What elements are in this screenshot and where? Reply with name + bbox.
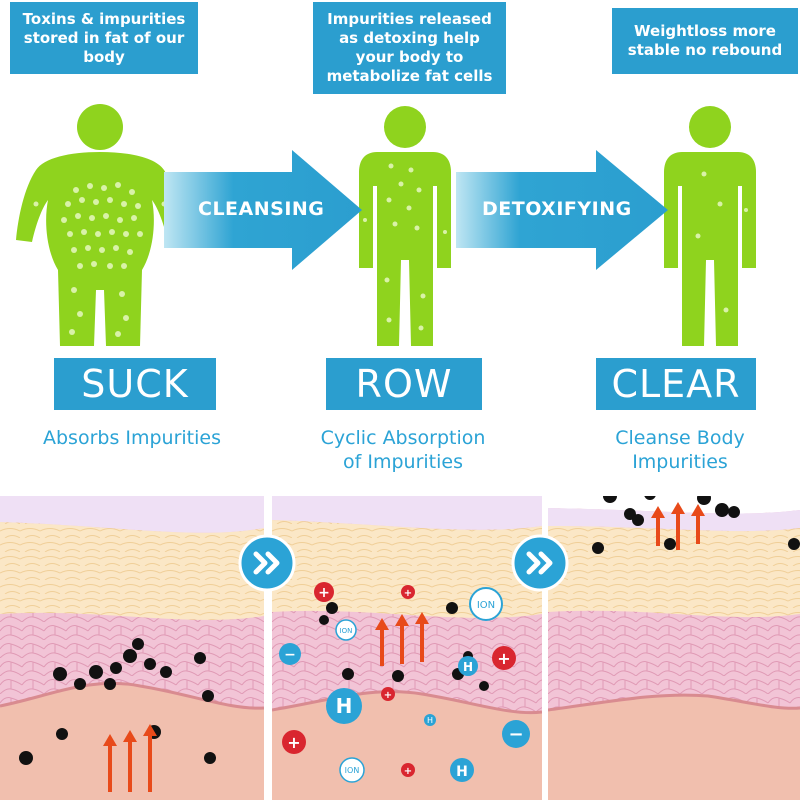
stage-description-line: of Impurities bbox=[343, 451, 463, 473]
svg-text:H: H bbox=[336, 694, 353, 718]
stage-title-row: ROW bbox=[326, 358, 482, 410]
svg-text:+: + bbox=[318, 585, 330, 601]
svg-text:+: + bbox=[404, 588, 412, 599]
stage-title-suck: SUCK bbox=[54, 358, 216, 410]
callout-impurities-released: Impurities released as detoxing help you… bbox=[313, 2, 506, 94]
positive-ion-particles: + + + + + + bbox=[282, 582, 516, 777]
svg-text:ION: ION bbox=[477, 600, 495, 611]
stage-description-suck: Absorbs Impurities bbox=[14, 426, 250, 450]
svg-text:−: − bbox=[284, 647, 296, 663]
hydrogen-particles: H H H H bbox=[326, 656, 478, 782]
stage-description-row: Cyclic Absorption of Impurities bbox=[296, 426, 510, 474]
human-silhouette-icon bbox=[359, 106, 451, 346]
double-chevron-right-icon bbox=[511, 534, 569, 592]
callout-text: Impurities released as detoxing help you… bbox=[326, 10, 493, 85]
callout-weightloss-stable: Weightloss more stable no rebound bbox=[612, 8, 798, 74]
human-silhouette-icon bbox=[16, 104, 184, 346]
ion-particles: ION ION ION bbox=[335, 587, 503, 783]
human-silhouette-icon bbox=[664, 106, 756, 346]
stage-description-line: Cleanse Body bbox=[615, 427, 745, 449]
stage-title-text: ROW bbox=[355, 362, 453, 406]
svg-text:+: + bbox=[287, 733, 300, 752]
stage-description-line: Impurities bbox=[632, 451, 728, 473]
stage-title-clear: CLEAR bbox=[596, 358, 756, 410]
svg-text:H: H bbox=[456, 764, 468, 780]
right-arrow-icon bbox=[456, 150, 668, 270]
stage-description-clear: Cleanse Body Impurities bbox=[582, 426, 778, 474]
skin-cross-section-suck bbox=[0, 496, 264, 800]
callout-toxins-stored: Toxins & impurities stored in fat of our… bbox=[10, 2, 198, 74]
negative-ion-particles: − − bbox=[279, 643, 530, 748]
svg-text:H: H bbox=[463, 660, 473, 674]
svg-text:H: H bbox=[427, 716, 433, 725]
skin-cross-section-clear bbox=[548, 496, 800, 800]
callout-text: Weightloss more stable no rebound bbox=[627, 22, 783, 59]
svg-text:+: + bbox=[497, 649, 510, 668]
callout-text: Toxins & impurities stored in fat of our… bbox=[22, 9, 186, 66]
svg-text:ION: ION bbox=[345, 766, 360, 775]
stage-description-line: Cyclic Absorption bbox=[320, 427, 486, 449]
arrow-label-cleansing: CLEANSING bbox=[198, 198, 325, 220]
stage-title-text: CLEAR bbox=[611, 362, 741, 406]
skin-cross-section-row: ION ION ION H H H H + + + + + + − − bbox=[272, 496, 542, 800]
stage-title-text: SUCK bbox=[81, 362, 189, 406]
right-arrow-icon bbox=[164, 150, 362, 270]
double-chevron-right-icon bbox=[238, 534, 296, 592]
svg-text:ION: ION bbox=[340, 627, 353, 635]
svg-text:−: − bbox=[508, 724, 523, 745]
stage-description-line: Absorbs Impurities bbox=[42, 427, 221, 449]
svg-text:+: + bbox=[384, 690, 392, 701]
arrow-label-detoxifying: DETOXIFYING bbox=[482, 198, 632, 220]
svg-text:+: + bbox=[404, 766, 412, 777]
